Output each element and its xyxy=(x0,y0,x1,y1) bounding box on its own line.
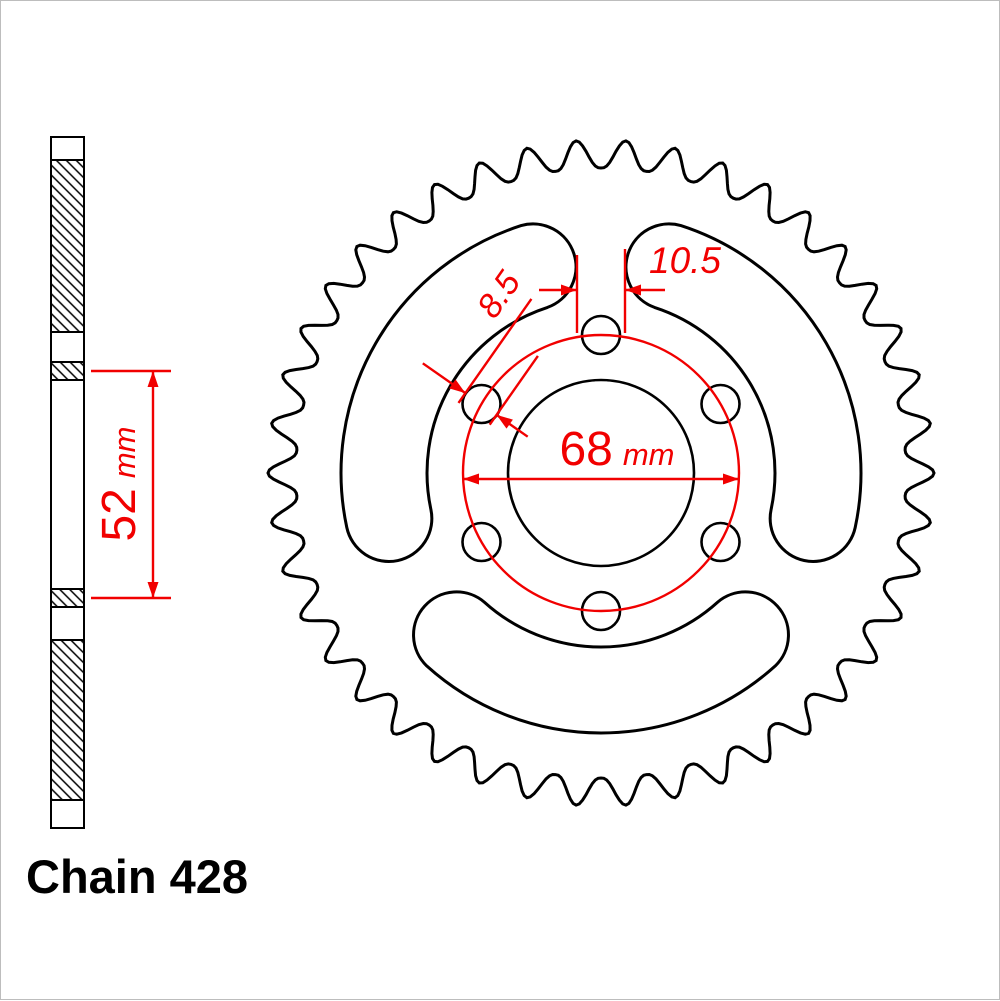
dimension-68-label: 68 mm xyxy=(559,423,674,476)
sprocket-front-view xyxy=(266,139,936,807)
dimension-68-unit: mm xyxy=(623,437,675,472)
side-view-upper-neck xyxy=(50,331,85,363)
dimension-52-unit: mm xyxy=(107,426,142,478)
dimension-10-5: 10.5 xyxy=(539,240,721,333)
arrowhead-right-icon xyxy=(723,473,739,485)
side-view-lower-neck xyxy=(50,606,85,641)
dimension-52-label: 52 mm xyxy=(93,426,146,541)
side-view-lower-hub xyxy=(50,639,85,801)
side-view-cap-top xyxy=(50,136,85,161)
chain-spec-label: Chain 428 xyxy=(26,850,248,903)
dimension-52: 52 mm xyxy=(91,369,171,600)
arrowhead-left-icon xyxy=(625,284,641,296)
dimension-10-5-label: 10.5 xyxy=(649,240,721,281)
arrowhead-up-icon xyxy=(147,371,159,387)
side-view-upper-hub xyxy=(50,159,85,333)
arrowhead-upper-icon xyxy=(449,379,466,394)
center-bore xyxy=(506,378,696,568)
lightening-slot xyxy=(624,222,863,563)
bolt-circle-centerline xyxy=(461,333,741,613)
side-view-center-section xyxy=(50,379,85,590)
side-view-lower-flange xyxy=(50,588,85,608)
sprocket-side-view xyxy=(50,136,85,829)
lightening-slot xyxy=(339,222,578,563)
arrowhead-lower-icon xyxy=(496,414,513,429)
side-view-cap-bottom xyxy=(50,799,85,829)
dimension-68-value: 68 xyxy=(559,423,612,476)
arrowhead-left-icon xyxy=(463,473,479,485)
side-view-upper-flange xyxy=(50,361,85,381)
dimension-52-value: 52 xyxy=(93,488,146,541)
extension-line-lower xyxy=(488,355,539,426)
lightening-slot xyxy=(412,590,790,735)
dimension-68: 68 mm xyxy=(463,423,739,485)
arrowhead-right-icon xyxy=(561,284,577,296)
extension-line-upper xyxy=(457,298,533,404)
arrowhead-down-icon xyxy=(147,582,159,598)
